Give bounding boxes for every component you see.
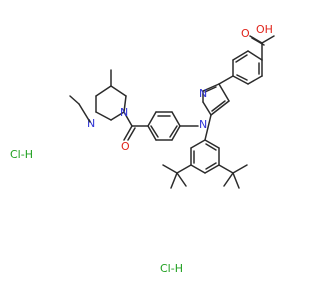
tert-butyl-left	[162, 164, 192, 189]
piperazine-ring: N N	[69, 69, 128, 130]
amide-group: O	[121, 111, 149, 153]
carboxylic-acid-group: O OH	[241, 23, 275, 61]
acid-carbonyl-oxygen-label: O	[241, 27, 250, 40]
pyrazole-aryl-bond	[204, 114, 212, 141]
aryl-pyrazole-bond	[218, 75, 234, 85]
structure-canvas: O OH N N O	[10, 23, 275, 275]
tert-butyl-right	[218, 164, 248, 189]
pyrazole-n1-label: N	[199, 118, 207, 131]
amide-oxygen-label: O	[121, 140, 130, 153]
acid-hydroxyl-label: OH	[256, 23, 273, 36]
molecule-diagram: O OH N N O	[10, 23, 275, 275]
hydrochloride-salt-lower: Cl-H	[160, 262, 183, 275]
benzoic-acid-ring	[232, 50, 263, 85]
piperazine-n-methyl-label: N	[87, 117, 95, 130]
benzamide-ring	[147, 111, 181, 141]
di-tert-butylphenyl-ring	[190, 139, 220, 174]
pyrazole-n2-label: N	[199, 87, 207, 100]
pyrazole-ring: N N	[199, 83, 230, 131]
piperazine-n-amide-label: N	[120, 106, 128, 119]
hydrochloride-salt-upper: Cl-H	[10, 148, 33, 161]
